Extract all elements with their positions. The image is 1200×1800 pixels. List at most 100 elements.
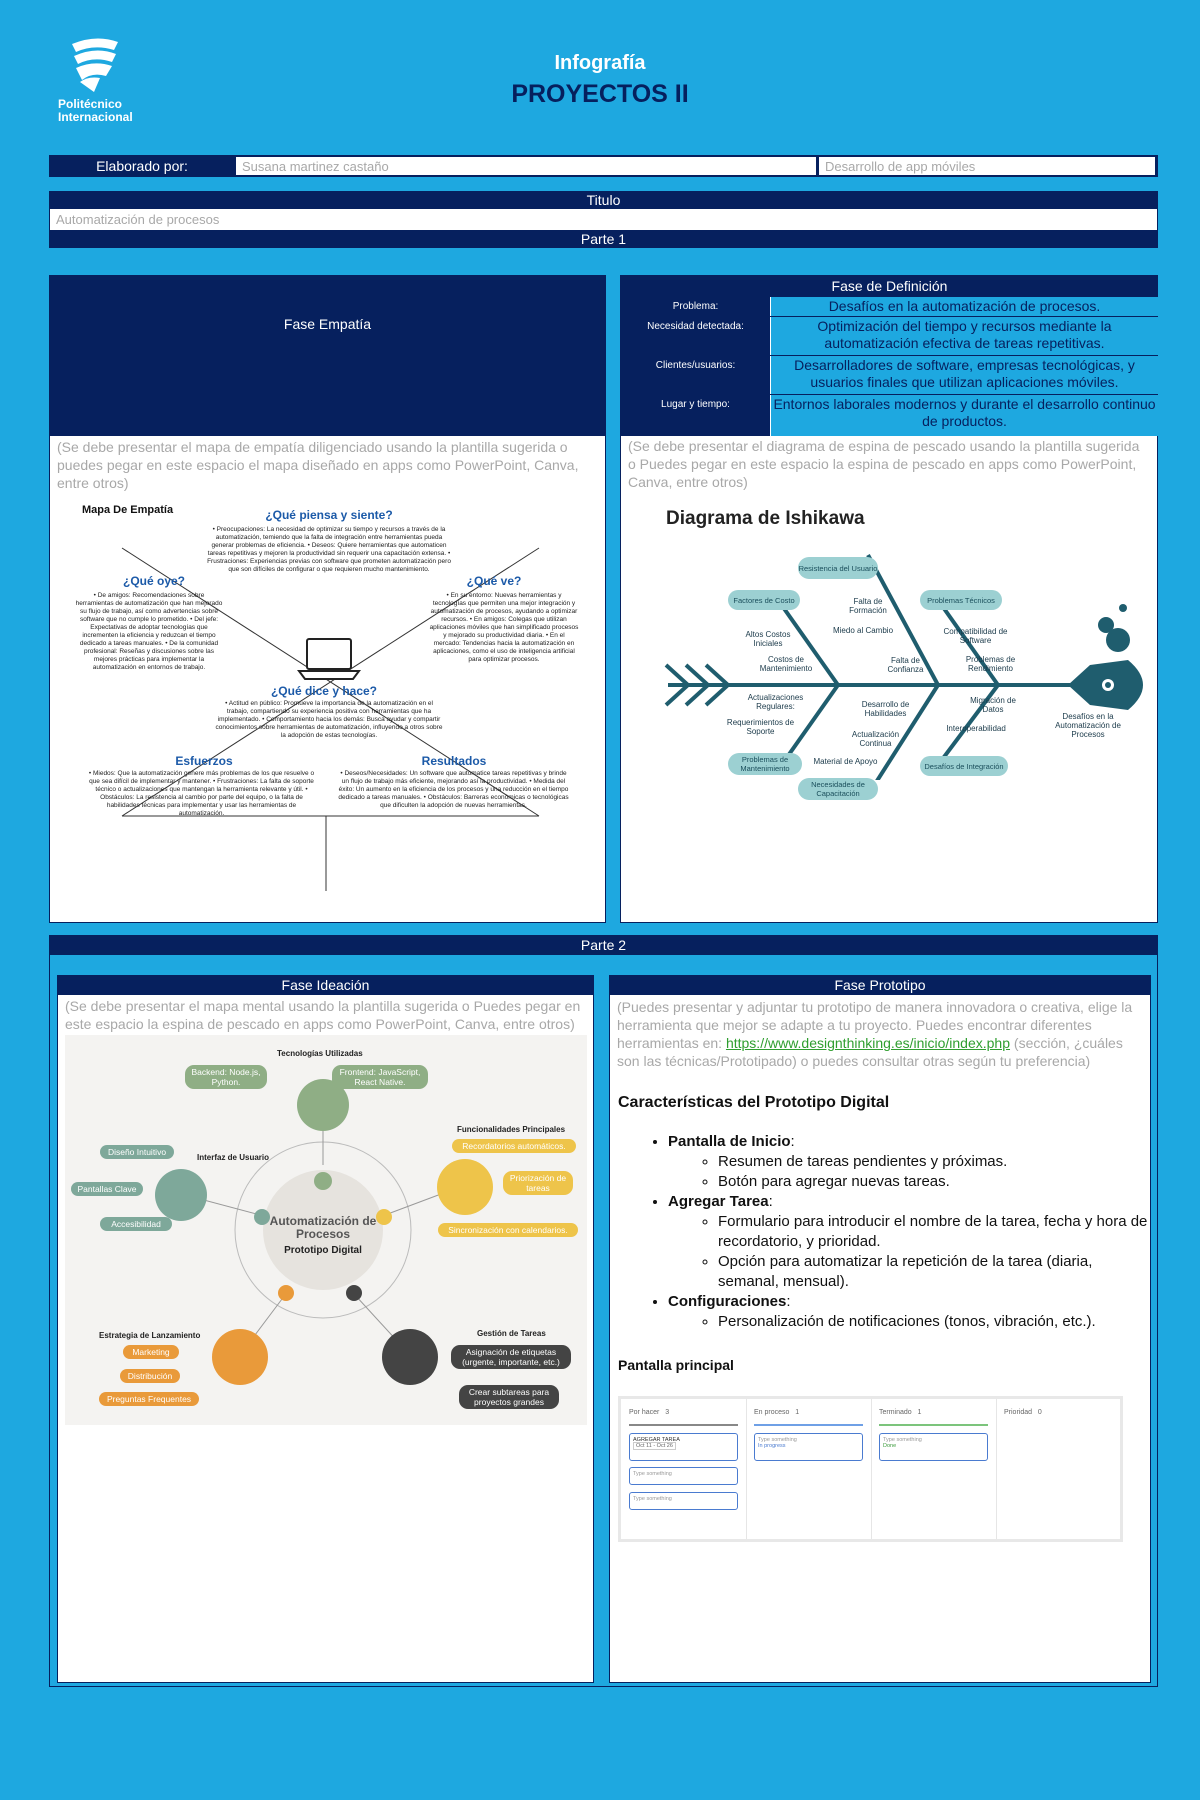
fishbone-category: Problemas Técnicos xyxy=(920,590,1002,610)
course-field[interactable]: Desarrollo de app móviles xyxy=(819,157,1155,175)
fishbone-cause: Problemas de Rendimiento xyxy=(965,655,1016,673)
feature-pill: Priorización de tareas xyxy=(503,1171,573,1195)
empathy-map-lines xyxy=(121,547,540,891)
ui-heading: Interfaz de Usuario xyxy=(197,1153,270,1162)
feature-pill: Recordatorios automáticos. xyxy=(452,1139,576,1153)
launch-pill: Distribución xyxy=(120,1369,180,1383)
ui-pill: Accesibilidad xyxy=(100,1217,172,1231)
page-subtitle: Infografía xyxy=(554,52,646,74)
def-label: Clientes/usuarios: xyxy=(621,356,770,395)
kanban-column-name: Por hacer xyxy=(629,1409,660,1416)
task-card-date: Oct 11 - Oct 26 xyxy=(633,1442,676,1450)
mind-map-lines xyxy=(155,1079,493,1385)
fishbone-cause: Compatibilidad de Software xyxy=(943,627,1008,645)
task-card-status: In progress xyxy=(758,1443,786,1449)
author-field[interactable]: Susana martinez castaño xyxy=(236,157,816,175)
logo: Politécnico Internacional xyxy=(58,36,148,126)
empathy-pains-text: • Miedos: Que la automatización genere m… xyxy=(88,770,315,817)
task-card-status: Done xyxy=(883,1443,897,1449)
empatia-hint: (Se debe presentar el mapa de empatía di… xyxy=(57,439,579,491)
fishbone-category: Factores de Costo xyxy=(728,590,800,610)
parte1-label: Parte 1 xyxy=(49,230,1158,248)
empathy-think-heading: ¿Qué piensa y siente? xyxy=(265,508,393,522)
kanban-column-bar xyxy=(629,1424,738,1426)
task-card-title: AGREGAR TAREA xyxy=(633,1437,680,1443)
ishikawa-diagram: Diagrama de Ishikawa Resistencia del Usu… xyxy=(658,500,1158,800)
def-row-problema: Problema: Desafíos en la automatización … xyxy=(621,296,1158,317)
kanban-column-count: 1 xyxy=(795,1409,800,1416)
screen-heading: Pantalla principal xyxy=(618,1357,734,1373)
feature-sub: Personalización de notificaciones (tonos… xyxy=(718,1312,1148,1332)
feature-label: Configuraciones xyxy=(668,1293,787,1310)
ideacion-hint: (Se debe presentar el mapa mental usando… xyxy=(65,998,581,1032)
def-row-clientes: Clientes/usuarios: Desarrolladores de so… xyxy=(621,355,1158,395)
feature-sub: Formulario para introducir el nombre de … xyxy=(718,1212,1148,1252)
page-title: PROYECTOS II xyxy=(511,80,689,108)
def-value: Entornos laborales modernos y durante el… xyxy=(771,395,1158,436)
kanban-column-head: En proceso 1 xyxy=(754,1409,799,1416)
author-row: Elaborado por: Susana martinez castaño D… xyxy=(49,155,1158,177)
kanban-column-head: Por hacer 3 xyxy=(629,1409,669,1416)
task-card-placeholder: Type something xyxy=(758,1437,797,1443)
prototipo-title: Fase Prototipo xyxy=(610,976,1150,995)
feature-label: Pantalla de Inicio xyxy=(668,1133,791,1150)
fishbone-cause: Interoperabilidad xyxy=(946,724,1006,733)
empathy-hear-text: • De amigos: Recomendaciones sobre herra… xyxy=(75,592,223,671)
prototipo-hint-text-end: (sección, ¿cuáles son las técnicas/Proto… xyxy=(617,1035,1123,1069)
def-value: Desafíos en la automatización de proceso… xyxy=(771,297,1158,317)
empatia-title: Fase Empatía xyxy=(283,316,372,332)
task-input[interactable]: Type something xyxy=(629,1492,738,1510)
kanban-column-name: Prioridad xyxy=(1004,1409,1033,1416)
tech-pill: Backend: Node.js, Python. xyxy=(185,1065,267,1089)
prototipo-hint-text: (Puedes presentar y adjuntar tu prototip… xyxy=(617,999,1133,1051)
fishbone-cause: Desarrollo de Habilidades xyxy=(861,700,910,718)
empathy-see-heading: ¿Qué ve? xyxy=(466,574,522,588)
task-input[interactable]: Type something xyxy=(629,1467,738,1485)
launch-pill: Preguntas Frequentes xyxy=(99,1392,199,1406)
fishbone-cause: Actualización Continua xyxy=(851,730,900,748)
feature-sub: Resumen de tareas pendientes y próximas. xyxy=(718,1152,1148,1172)
titulo-field[interactable]: Automatización de procesos xyxy=(50,210,1157,229)
logo-mark-icon xyxy=(72,38,118,92)
kanban-column-name: Terminado xyxy=(879,1409,912,1416)
mind-map: Automatización de Procesos Prototipo Dig… xyxy=(65,1035,587,1425)
prototipo-panel xyxy=(609,975,1151,1683)
designthinking-link[interactable]: https://www.designthinking.es/inicio/ind… xyxy=(725,1035,1011,1051)
kanban-column-count: 1 xyxy=(917,1409,922,1416)
def-label: Lugar y tiempo: xyxy=(621,395,770,436)
tech-heading: Tecnologías Utilizadas xyxy=(277,1049,363,1058)
kanban-column-head: Prioridad 0 xyxy=(1004,1409,1042,1416)
fishbone-cause: Falta de Formación xyxy=(849,597,887,615)
fishbone-head-label: Desafíos en la Automatización de Proceso… xyxy=(1055,712,1121,739)
empatia-header: Fase Empatía xyxy=(50,276,605,436)
def-label: Problema: xyxy=(621,297,770,317)
fishbone-cause: Miedo al Cambio xyxy=(832,626,894,635)
launch-pill: Marketing xyxy=(123,1345,179,1359)
empathy-think-text: • Preocupaciones: La necesidad de optimi… xyxy=(207,526,451,573)
fishbone-cause: Requerimientos de Soporte xyxy=(726,718,795,736)
feature-sub: Opción para automatizar la repetición de… xyxy=(718,1252,1148,1292)
empathy-gains-heading: Resultados xyxy=(421,754,487,768)
mind-map-center-sub: Prototipo Digital xyxy=(284,1245,362,1256)
definicion-hint: (Se debe presentar el diagrama de espina… xyxy=(628,438,1140,490)
def-row-lugar: Lugar y tiempo: Entornos laborales moder… xyxy=(621,394,1158,436)
feature-sub: Botón para agregar nuevas tareas. xyxy=(718,1172,1148,1192)
ui-pill: Pantallas Clave xyxy=(71,1182,143,1196)
fishbone-cause: Actualizaciones Regulares: xyxy=(747,693,804,711)
fishbone-category: Necesidades de Capacitación xyxy=(798,778,878,800)
empathy-map-title: Mapa De Empatía xyxy=(82,504,174,516)
tasks-pill: Crear subtareas para proyectos grandes xyxy=(459,1385,559,1409)
fishbone-cause: Falta de Confianza xyxy=(887,656,924,674)
empathy-pains-heading: Esfuerzos xyxy=(175,754,233,768)
prototipo-features: Pantalla de Inicio: Resumen de tareas pe… xyxy=(618,1132,1148,1332)
mind-map-center: Automatización de Procesos xyxy=(269,1214,377,1241)
kanban-column-name: En proceso xyxy=(754,1409,790,1416)
definicion-title: Fase de Definición xyxy=(621,276,1158,296)
ui-pill: Diseño Intuitivo xyxy=(100,1145,174,1159)
